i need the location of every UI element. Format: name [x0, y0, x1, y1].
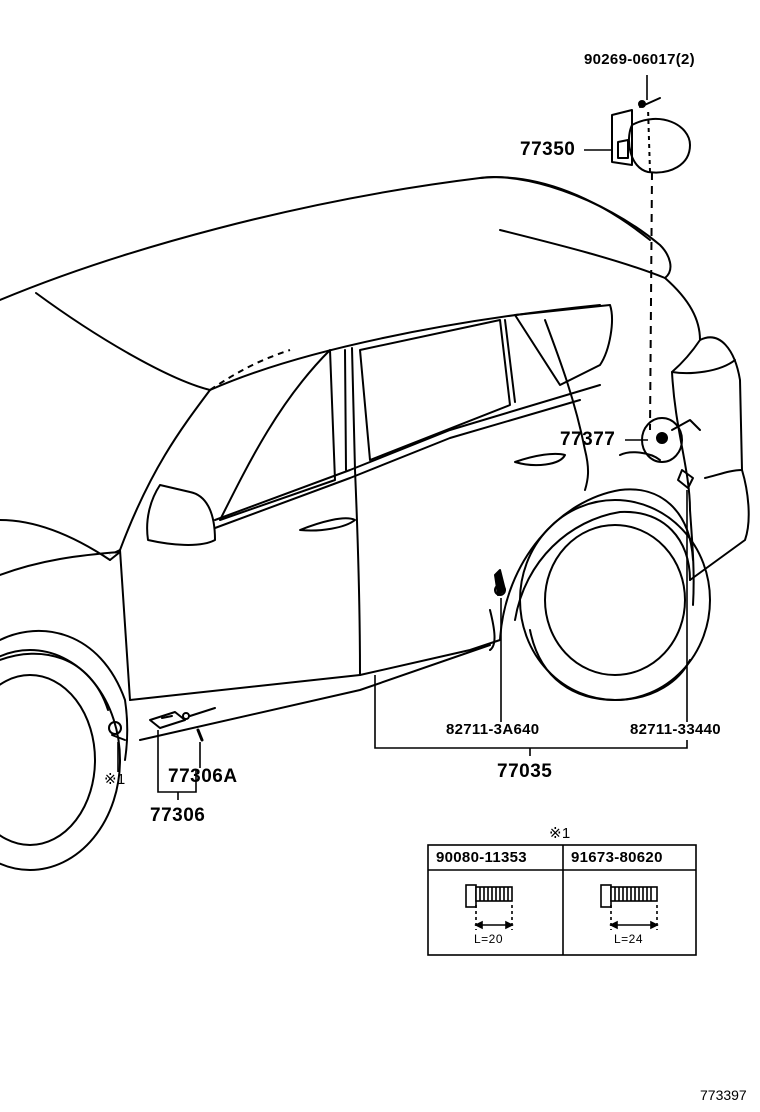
bolt-length-left: L=20 [474, 932, 504, 946]
front-guide [149, 711, 186, 729]
roof-line [0, 176, 651, 301]
marker-small-label: ※1 [104, 771, 126, 788]
bolt-table-frame [427, 844, 697, 956]
belt-line [214, 384, 601, 521]
front-door-handle [299, 517, 356, 532]
callout-fuel-pipe[interactable]: 77377 [560, 429, 616, 450]
leader-guide [157, 730, 197, 793]
bolt-table-part-right[interactable]: 91673-80620 [571, 849, 663, 866]
callout-fuel-lid[interactable]: 77350 [520, 139, 576, 160]
front-door-edge [119, 549, 131, 701]
bolt-table-part-left[interactable]: 90080-11353 [436, 849, 527, 866]
rear-door-edge [354, 469, 361, 676]
bolt-icon-right [600, 884, 659, 930]
clip-front [494, 569, 506, 596]
rear-spoiler [479, 176, 672, 279]
bolt-icon-left [465, 884, 514, 930]
callout-clip-rear[interactable]: 82711-33440 [630, 721, 721, 738]
bolt-table-marker: ※1 [549, 825, 571, 842]
callout-clip-front[interactable]: 82711-3A640 [446, 721, 540, 738]
bolt-length-right: L=24 [614, 932, 644, 946]
callout-guide-a[interactable]: 77306A [168, 766, 238, 787]
quarter-window [514, 304, 613, 386]
fuel-lid [628, 117, 691, 174]
callout-guide[interactable]: 77306 [150, 805, 206, 826]
rear-door-handle [514, 452, 566, 467]
callout-bolt-top[interactable]: 90269-06017(2) [584, 51, 695, 68]
front-window [219, 349, 336, 521]
rear-window [359, 319, 511, 461]
front-tire [0, 649, 121, 871]
a-pillar [119, 389, 211, 551]
leader-tube [374, 675, 688, 749]
rocker-panel [129, 639, 501, 701]
rear-wheel-arch [499, 488, 694, 641]
reference-number: 773397 [700, 1087, 747, 1103]
front-wheel-arch [0, 629, 129, 761]
callout-tube[interactable]: 77035 [497, 761, 553, 782]
rear-quarter [664, 277, 743, 471]
window-top-line [209, 304, 601, 391]
fuel-line-dashed [649, 171, 653, 431]
clip-rear [677, 469, 694, 489]
